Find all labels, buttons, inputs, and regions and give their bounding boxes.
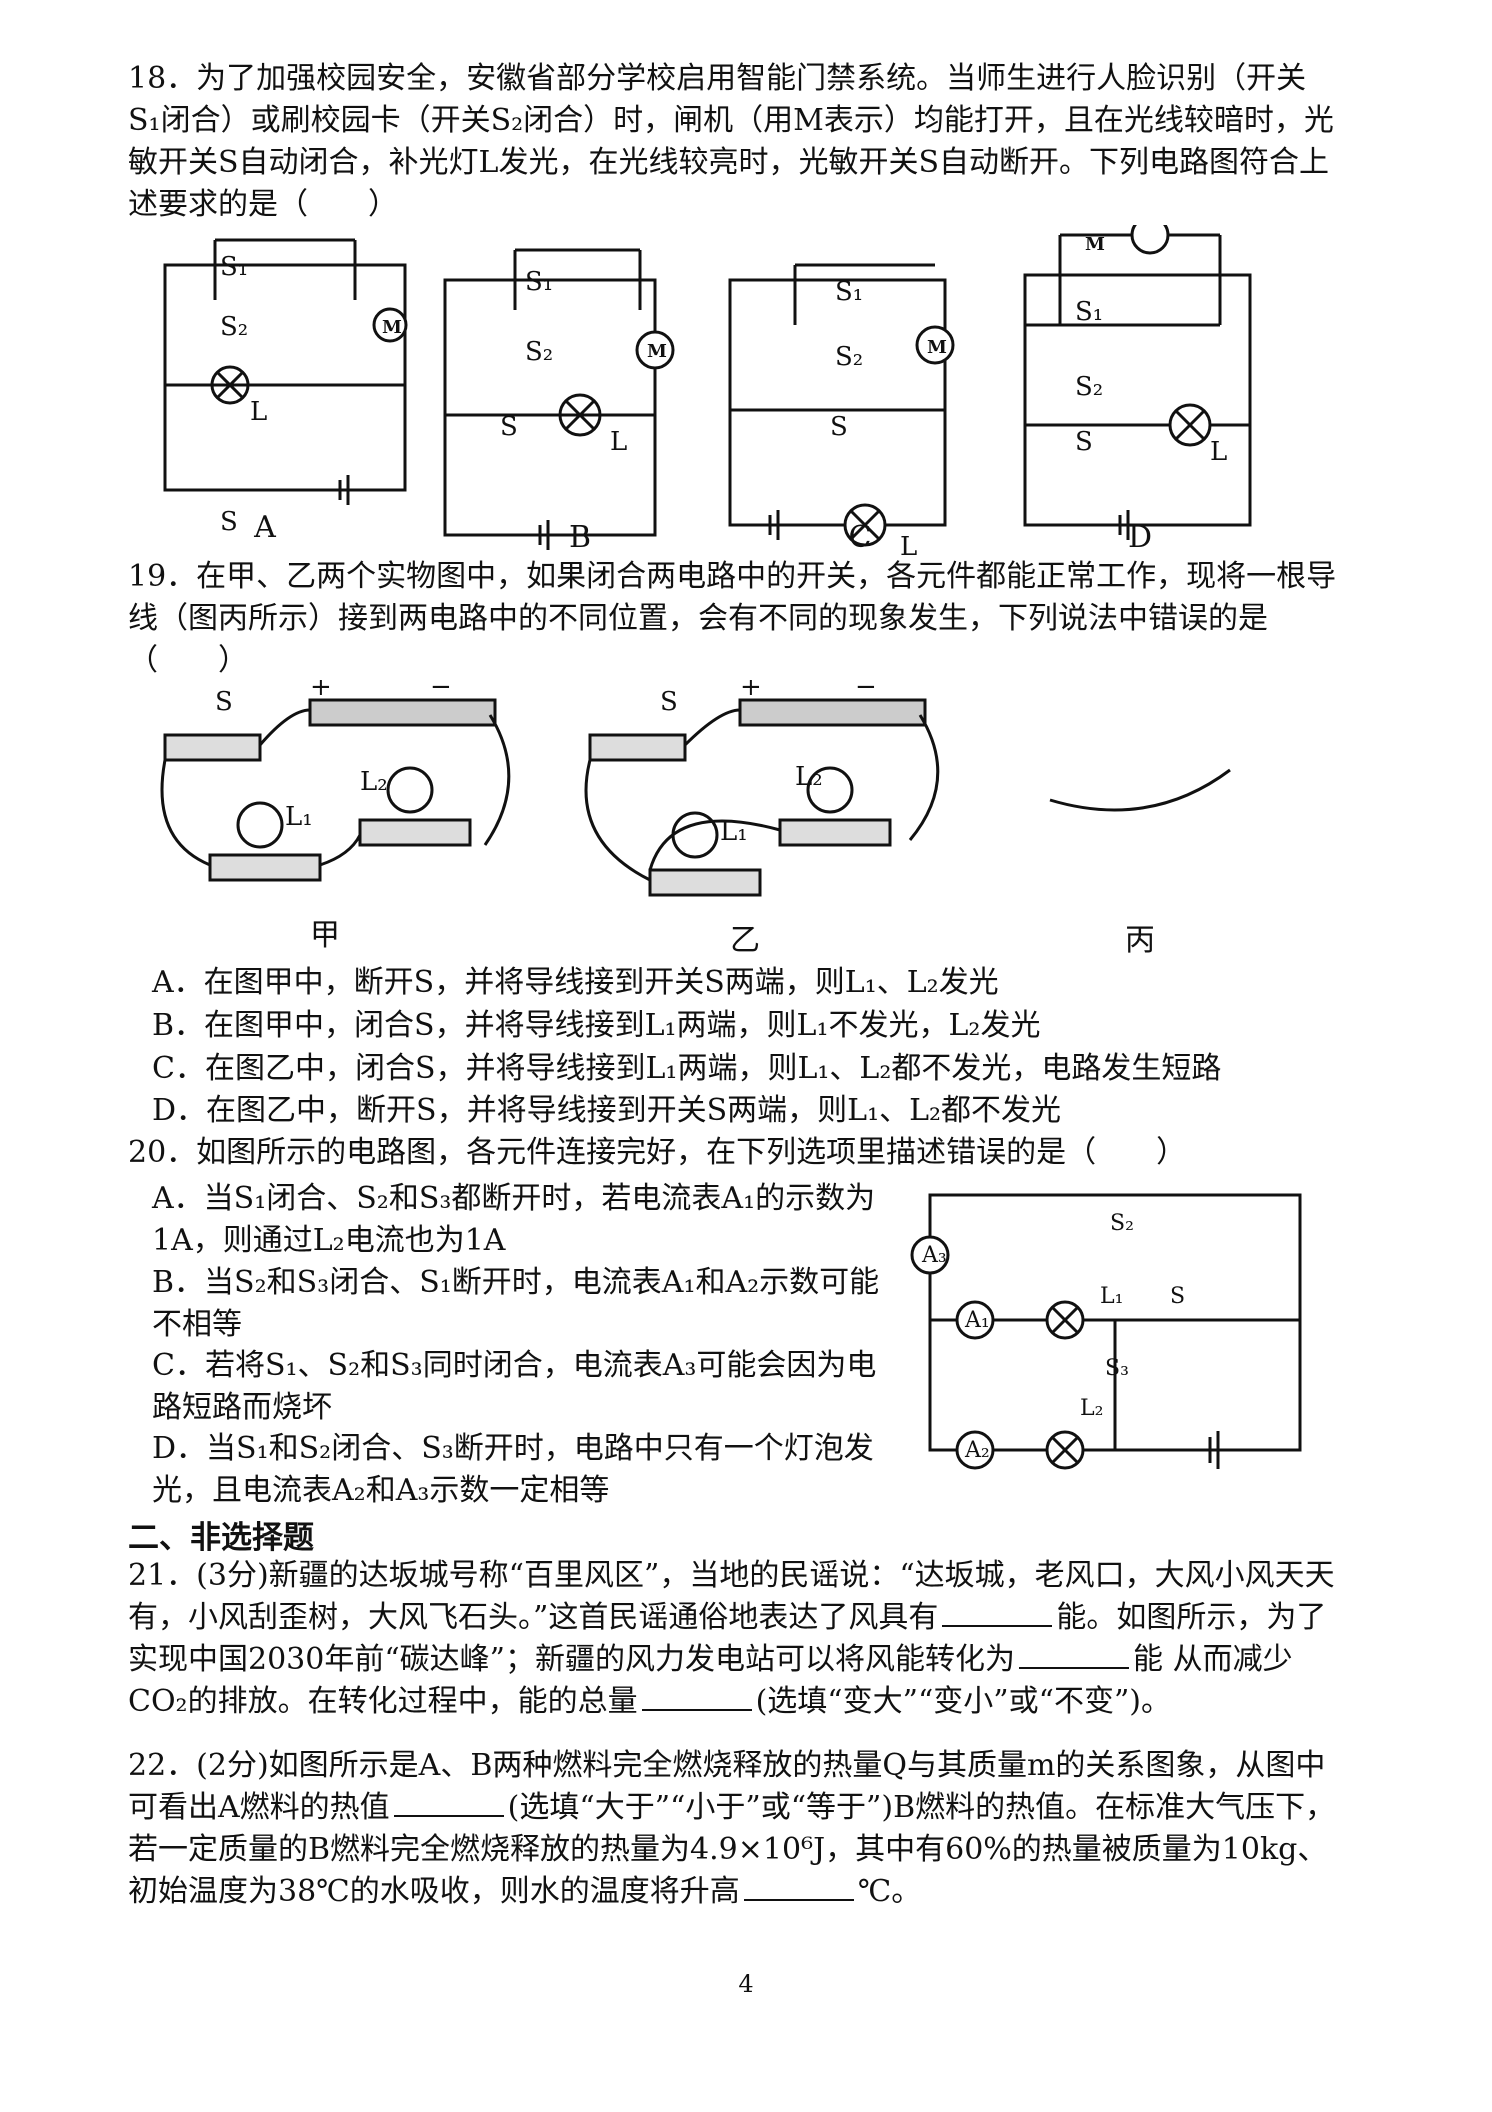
q19-option-b: B．在图甲中，闭合S，并将导线接到L₁两端，则L₁不发光，L₂发光 xyxy=(152,1008,1041,1043)
question-19-text: 19．在甲、乙两个实物图中，如果闭合两电路中的开关，各元件都能正常工作，现将一根… xyxy=(128,559,1337,678)
svg-text:S: S xyxy=(1075,427,1093,457)
svg-text:+: + xyxy=(740,680,762,702)
svg-text:L₁: L₁ xyxy=(285,802,313,832)
svg-text:+: + xyxy=(310,680,332,702)
svg-text:A₃: A₃ xyxy=(921,1243,947,1268)
svg-text:S₂: S₂ xyxy=(1110,1211,1134,1236)
svg-text:S₁: S₁ xyxy=(835,277,863,307)
svg-text:M: M xyxy=(927,337,947,358)
svg-text:L: L xyxy=(1210,437,1227,467)
q19-option-d: D．在图乙中，断开S，并将导线接到开关S两端，则L₁、L₂都不发光 xyxy=(152,1093,1062,1128)
svg-text:S₂: S₂ xyxy=(220,312,248,342)
svg-text:−: − xyxy=(430,680,452,702)
section-2-heading: 二、非选择题 xyxy=(128,1520,314,1556)
figure-yi-label: 乙 xyxy=(730,923,760,958)
q19-physical-diagrams: S + − L₁ L₂ S + − L₁ L₂ xyxy=(160,680,1231,897)
svg-text:S₂: S₂ xyxy=(835,342,863,372)
answer-blank[interactable] xyxy=(942,1597,1053,1627)
svg-text:S₁: S₁ xyxy=(1075,297,1103,327)
circuit-c xyxy=(728,263,955,547)
svg-text:A₂: A₂ xyxy=(964,1438,990,1463)
circuit-b xyxy=(443,248,675,550)
q20-circuit-diagram: A₃ A₁ A₂ L₁ S L₂ S₃ S₂ xyxy=(910,1193,1302,1470)
q19-option-c: C．在图乙中，闭合S，并将导线接到L₁两端，则L₁、L₂都不发光，电路发生短路 xyxy=(152,1051,1222,1086)
svg-text:M: M xyxy=(647,341,667,362)
circuit-a xyxy=(163,238,408,505)
circuit-b-label: B xyxy=(568,520,592,555)
svg-text:S: S xyxy=(1170,1284,1185,1309)
answer-blank[interactable] xyxy=(393,1787,504,1817)
svg-text:A₁: A₁ xyxy=(964,1308,990,1333)
svg-text:S₁: S₁ xyxy=(525,267,553,297)
svg-text:S: S xyxy=(830,412,848,442)
svg-text:L: L xyxy=(610,427,627,457)
answer-blank[interactable] xyxy=(1019,1639,1130,1669)
svg-text:L₁: L₁ xyxy=(720,817,748,847)
circuit-a-label: A xyxy=(254,510,276,545)
svg-text:L₁: L₁ xyxy=(1100,1284,1123,1309)
question-20-text: 20．如图所示的电路图，各元件连接完好，在下列选项里描述错误的是（ ） xyxy=(128,1135,1187,1170)
svg-text:S: S xyxy=(500,412,518,442)
page-number: 4 xyxy=(738,1970,754,1998)
q21-part1: 21．(3分)新疆的达坂城号称“百里风区”，当地的民谣说：“达坂城，老风口，大风… xyxy=(128,1558,1335,1635)
svg-text:S₃: S₃ xyxy=(1105,1356,1129,1381)
svg-text:L₂: L₂ xyxy=(1080,1396,1103,1421)
circuit-c-label: C xyxy=(848,520,872,555)
svg-text:S: S xyxy=(215,687,233,717)
figure-jia-label: 甲 xyxy=(310,918,340,953)
q20-option-c: C．若将S₁、S₂和S₃同时闭合，电流表A₃可能会因为电路短路而烧坏 xyxy=(152,1348,877,1425)
q21-part2: 能。如图所示，为了实现中国2030年前“碳达峰”；新疆的风力发电站可以将风能转化… xyxy=(128,1600,1327,1677)
q21-part4: (选填“变大”“变小”或“不变”)。 xyxy=(755,1684,1172,1719)
figure-bing-label: 丙 xyxy=(1125,923,1155,958)
answer-blank[interactable] xyxy=(641,1681,752,1711)
answer-blank[interactable] xyxy=(743,1871,854,1901)
svg-text:L: L xyxy=(250,397,267,427)
svg-text:M: M xyxy=(382,317,402,338)
question-21: 21．(3分)新疆的达坂城号称“百里风区”，当地的民谣说：“达坂城，老风口，大风… xyxy=(128,1555,1338,1723)
q19-option-a: A．在图甲中，断开S，并将导线接到开关S两端，则L₁、L₂发光 xyxy=(152,965,999,1000)
circuit-d xyxy=(1023,225,1252,540)
q20-option-a: A．当S₁闭合、S₂和S₃都断开时，若电流表A₁的示数为1A，则通过L₂电流也为… xyxy=(152,1181,876,1258)
svg-text:S₁: S₁ xyxy=(220,252,248,282)
question-18-text: 18．为了加强校园安全，安徽省部分学校启用智能门禁系统。当师生进行人脸识别（开关… xyxy=(128,61,1334,222)
circuit-d-label: D xyxy=(1127,520,1153,555)
svg-text:−: − xyxy=(855,680,877,702)
q20-option-b: B．当S₂和S₃闭合、S₁断开时，电流表A₁和A₂示数可能不相等 xyxy=(152,1265,880,1342)
svg-text:S: S xyxy=(220,507,238,537)
svg-text:M: M xyxy=(1085,234,1105,255)
q22-part1: 22．(2分)如图所示是A、B两种燃料完全燃烧释放的热量Q与其质量m的关系图象，… xyxy=(128,1748,1326,1825)
question-22: 22．(2分)如图所示是A、B两种燃料完全燃烧释放的热量Q与其质量m的关系图象，… xyxy=(128,1745,1338,1913)
q21-part3: 能 从而减少CO₂的排放。在转化过程中，能的总量 xyxy=(128,1642,1293,1719)
q18-circuit-diagrams: S₁ S₂ M L S S₁ S₂ M S L S₁ S₂ M S L M S₁ S₂ S L xyxy=(163,225,1252,555)
q20-option-d: D．当S₁和S₂闭合、S₃断开时，电路中只有一个灯泡发光，且电流表A₂和A₃示数… xyxy=(152,1431,874,1508)
q22-part2: (选填“大于”“小于”或“等于”)B燃料的热值。在标准大气压下，若一定质量的B燃… xyxy=(128,1790,1336,1909)
svg-text:S₂: S₂ xyxy=(1075,372,1103,402)
svg-text:L₂: L₂ xyxy=(795,762,823,792)
svg-text:S: S xyxy=(660,687,678,717)
q22-part3: ℃。 xyxy=(857,1874,922,1909)
svg-text:L₂: L₂ xyxy=(360,767,388,797)
svg-text:L: L xyxy=(900,532,917,555)
svg-text:S₂: S₂ xyxy=(525,337,553,367)
